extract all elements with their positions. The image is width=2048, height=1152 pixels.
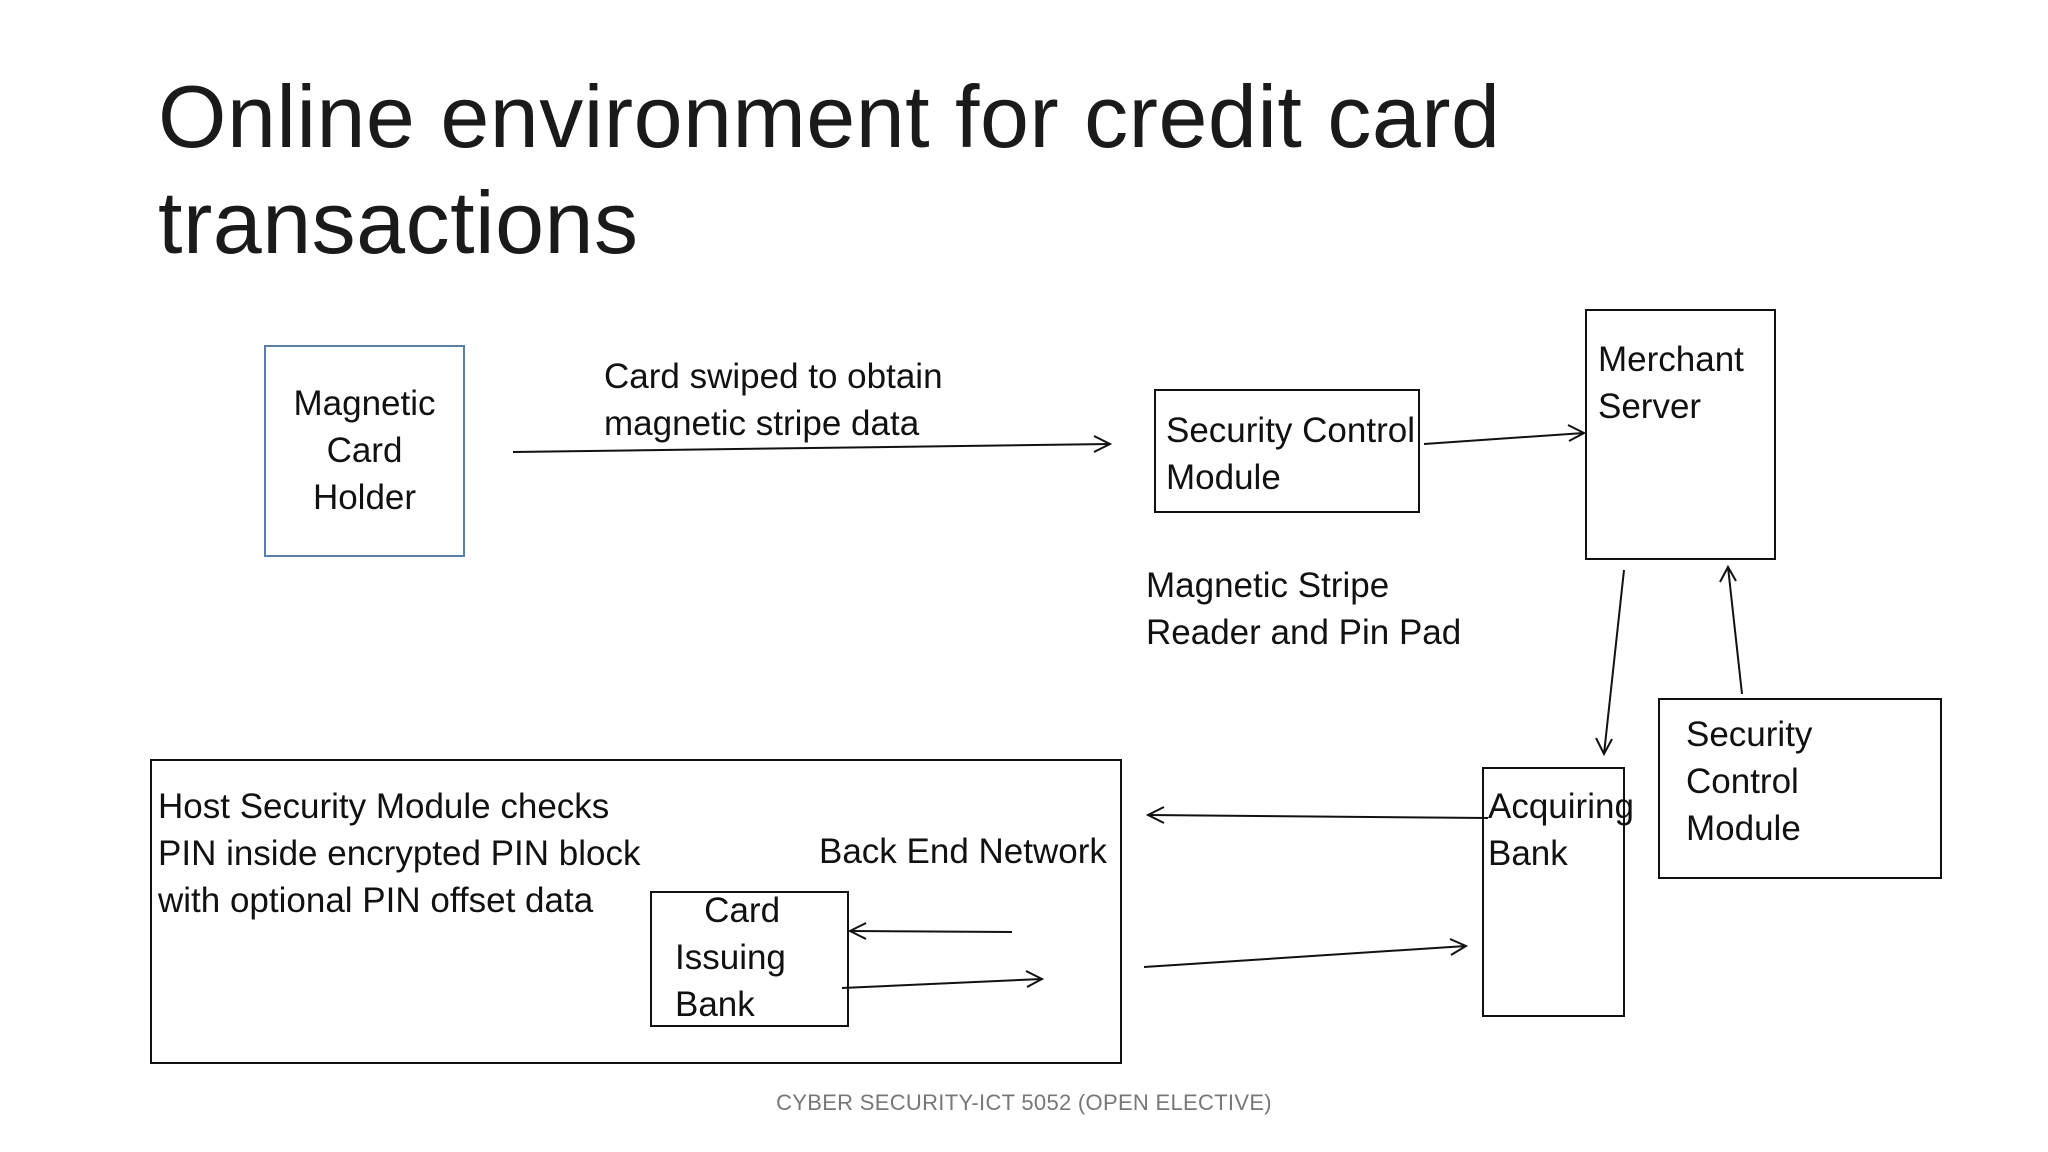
- card-holder-label: Magnetic Card Holder: [293, 384, 436, 517]
- merchant-server-box: [1585, 309, 1776, 560]
- card-holder-box: [264, 345, 465, 557]
- mag-stripe-reader-label: Magnetic Stripe Reader and Pin Pad: [1146, 566, 1462, 652]
- card-issuing-bank-box: [650, 891, 849, 1027]
- card-swiped-label: Card swiped to obtain magnetic stripe da…: [604, 357, 943, 443]
- arrow-network-to-issuing: [849, 930, 1013, 933]
- arrow-card-to-scm: [512, 443, 1111, 453]
- card-issuing-bank-label: Card Issuing Bank: [675, 891, 786, 1024]
- host-security-module-label: Host Security Module checks PIN inside e…: [158, 787, 641, 920]
- arrow-issuing-to-network: [841, 978, 1043, 989]
- merchant-server-label: Merchant Server: [1598, 340, 1744, 426]
- page-title: Online environment for credit card trans…: [158, 67, 1501, 272]
- scm-right-box: [1658, 698, 1942, 879]
- scm-right-label: Security Control Module: [1686, 715, 1813, 848]
- host-security-module-box: [150, 759, 1122, 1064]
- arrow-backend-to-acquiring: [1143, 945, 1467, 968]
- arrow-scm-to-merchant: [1423, 432, 1585, 445]
- scm-top-label: Security Control Module: [1166, 411, 1415, 497]
- scm-top-box: [1154, 389, 1420, 513]
- back-end-network-label: Back End Network: [819, 832, 1107, 871]
- slide-footer: CYBER SECURITY-ICT 5052 (OPEN ELECTIVE): [776, 1090, 1272, 1115]
- acquiring-bank-box: [1482, 767, 1625, 1017]
- arrow-acquiring-to-backend: [1147, 814, 1489, 819]
- arrow-scm-right-to-merchant: [1727, 566, 1743, 695]
- arrow-merchant-to-acquiring: [1603, 569, 1625, 755]
- acquiring-bank-label: Acquiring Bank: [1488, 787, 1634, 873]
